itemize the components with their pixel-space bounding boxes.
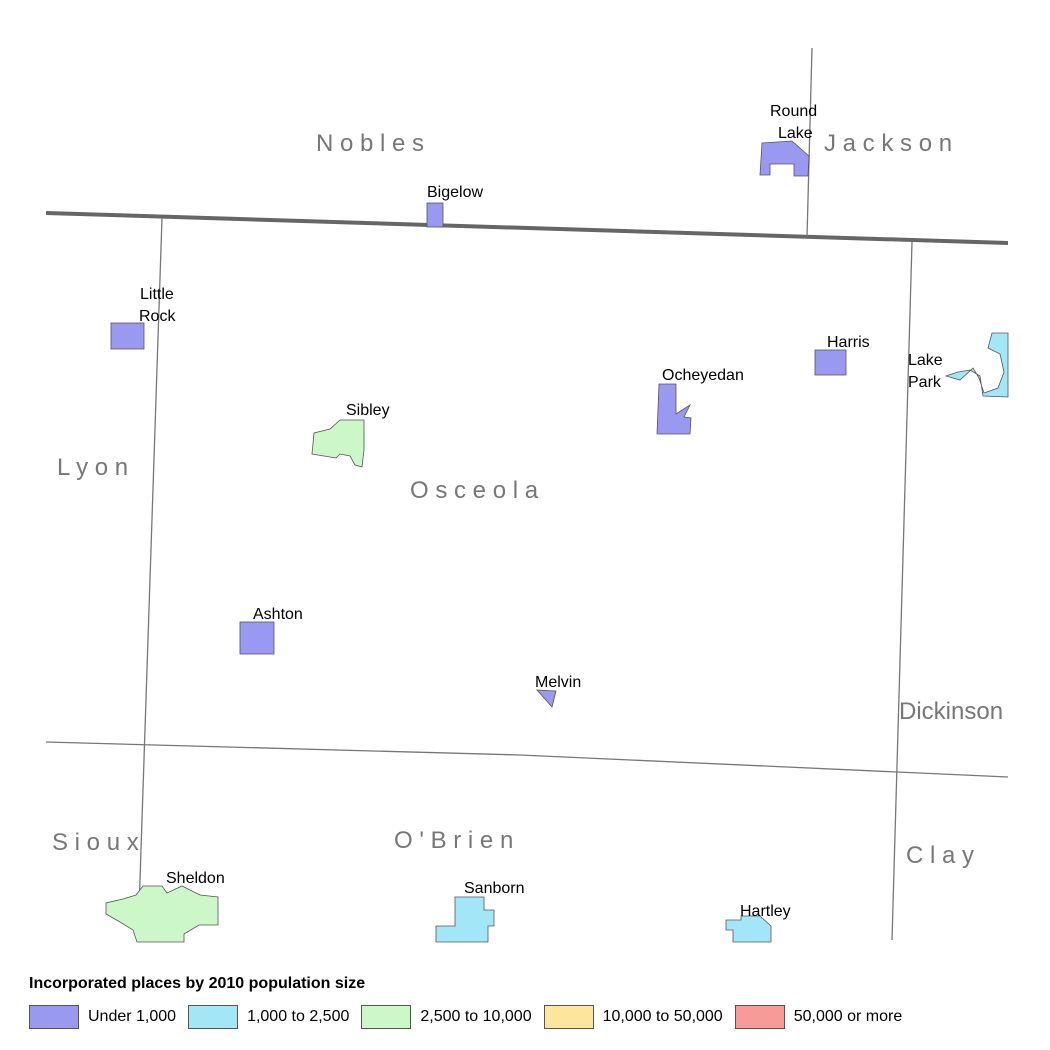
- places-under-1000: [110, 140, 847, 708]
- legend-label-2500-10000: 2,500 to 10,000: [420, 1008, 532, 1025]
- harris-shape[interactable]: [814, 349, 847, 376]
- legend-items: Under 1,000 1,000 to 2,500 2,500 to 10,0…: [29, 1005, 1029, 1029]
- places-2500-10000: [105, 419, 365, 943]
- boundaries: [45, 47, 1009, 941]
- place-labels: Round Lake Bigelow Little Rock Harris La…: [139, 103, 943, 920]
- county-line-osceola-dickinson: [891, 241, 913, 941]
- county-label-dickinson: Dickinson: [899, 698, 1003, 725]
- legend-swatch-10000-50000: [543, 1005, 594, 1029]
- county-line-osceola-obrien: [45, 741, 1009, 778]
- legend-item-2500-10000: 2,500 to 10,000: [361, 1005, 532, 1029]
- place-label-round-lake-line1: Round: [770, 103, 817, 120]
- legend-item-50000-plus: 50,000 or more: [734, 1005, 903, 1029]
- ocheyedan-shape[interactable]: [656, 383, 692, 435]
- legend-label-10000-50000: 10,000 to 50,000: [602, 1008, 723, 1025]
- ashton-shape[interactable]: [239, 621, 275, 655]
- sibley-shape[interactable]: [311, 419, 365, 468]
- county-labels: N o b l e s J a c k s o n L y o n O s c …: [52, 130, 1003, 869]
- legend-title: Incorporated places by 2010 population s…: [29, 975, 366, 992]
- place-label-ashton: Ashton: [253, 606, 303, 623]
- legend: Incorporated places by 2010 population s…: [29, 975, 1029, 1029]
- legend-swatch-under-1000: [29, 1005, 79, 1029]
- state-border-line: [45, 211, 1009, 245]
- place-label-bigelow: Bigelow: [427, 184, 483, 201]
- place-label-harris: Harris: [827, 334, 870, 351]
- hartley-shape[interactable]: [725, 915, 772, 943]
- county-label-clay: C l a y: [906, 842, 974, 869]
- bigelow-shape[interactable]: [426, 202, 444, 228]
- legend-swatch-50000-plus: [734, 1005, 785, 1029]
- county-label-obrien: O ' B r i e n: [394, 827, 513, 854]
- place-label-sibley: Sibley: [346, 402, 390, 419]
- place-label-ocheyedan: Ocheyedan: [662, 367, 744, 384]
- legend-label-1000-2500: 1,000 to 2,500: [247, 1008, 350, 1025]
- lake-park-shape[interactable]: [944, 332, 1009, 398]
- places-1000-2500: [435, 332, 1009, 943]
- county-label-lyon: L y o n: [57, 454, 128, 481]
- little-rock-shape[interactable]: [110, 322, 145, 350]
- county-label-nobles: N o b l e s: [316, 130, 424, 157]
- legend-label-under-1000: Under 1,000: [88, 1008, 177, 1025]
- round-lake-shape[interactable]: [759, 140, 810, 177]
- place-label-sanborn: Sanborn: [464, 880, 525, 897]
- sheldon-shape[interactable]: [105, 885, 219, 943]
- sanborn-shape[interactable]: [435, 896, 495, 943]
- place-label-sheldon: Sheldon: [166, 870, 225, 887]
- place-label-little-rock-line2: Rock: [139, 308, 176, 325]
- legend-swatch-2500-10000: [361, 1005, 412, 1029]
- legend-label-50000-plus: 50,000 or more: [793, 1008, 903, 1025]
- county-label-sioux: S i o u x: [52, 829, 139, 856]
- legend-item-10000-50000: 10,000 to 50,000: [543, 1005, 723, 1029]
- place-label-lake-park-line2: Park: [908, 374, 942, 391]
- county-line-nobles-jackson: [806, 47, 813, 238]
- place-label-lake-park-line1: Lake: [908, 352, 943, 369]
- place-label-round-lake-line2: Lake: [778, 125, 813, 142]
- county-line-lyon-osceola: [137, 217, 163, 941]
- melvin-shape[interactable]: [536, 689, 557, 708]
- place-label-melvin: Melvin: [535, 674, 581, 691]
- county-label-jackson: J a c k s o n: [824, 130, 952, 157]
- place-label-little-rock-line1: Little: [140, 286, 174, 303]
- place-label-hartley: Hartley: [740, 903, 791, 920]
- legend-item-under-1000: Under 1,000: [29, 1005, 176, 1029]
- legend-item-1000-2500: 1,000 to 2,500: [188, 1005, 349, 1029]
- legend-swatch-1000-2500: [188, 1005, 239, 1029]
- county-label-osceola: O s c e o l a: [410, 477, 539, 504]
